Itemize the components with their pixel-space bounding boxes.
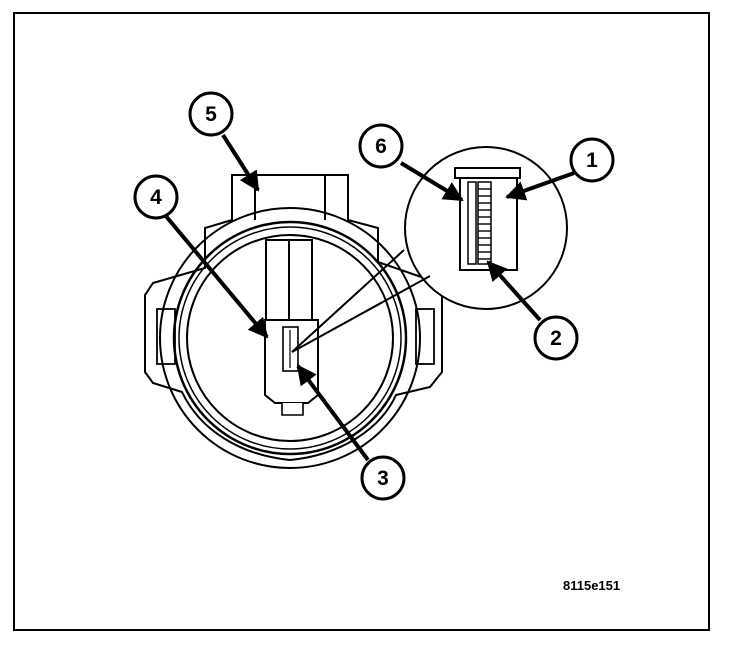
leader-3 bbox=[296, 364, 370, 462]
callout-6: 6 bbox=[358, 123, 404, 169]
svg-text:2: 2 bbox=[550, 327, 562, 350]
bore-rings bbox=[159, 207, 421, 469]
svg-text:4: 4 bbox=[150, 186, 162, 209]
callout-2: 2 bbox=[533, 315, 579, 361]
leader-6 bbox=[399, 161, 464, 202]
leader-2 bbox=[486, 260, 542, 322]
svg-text:3: 3 bbox=[377, 467, 389, 490]
leader-4 bbox=[163, 213, 269, 339]
figure-id: 8115e151 bbox=[563, 578, 621, 593]
callout-5: 5 bbox=[188, 91, 234, 137]
leader-1 bbox=[505, 171, 575, 201]
svg-text:6: 6 bbox=[375, 135, 387, 158]
leader-lines bbox=[163, 133, 575, 462]
sensor-stem bbox=[264, 239, 319, 416]
callout-1: 1 bbox=[569, 137, 615, 183]
svg-text:1: 1 bbox=[586, 149, 598, 172]
callout-4: 4 bbox=[133, 174, 179, 220]
svg-text:5: 5 bbox=[205, 103, 217, 126]
callout-3: 3 bbox=[360, 455, 406, 501]
leader-5 bbox=[221, 133, 260, 192]
